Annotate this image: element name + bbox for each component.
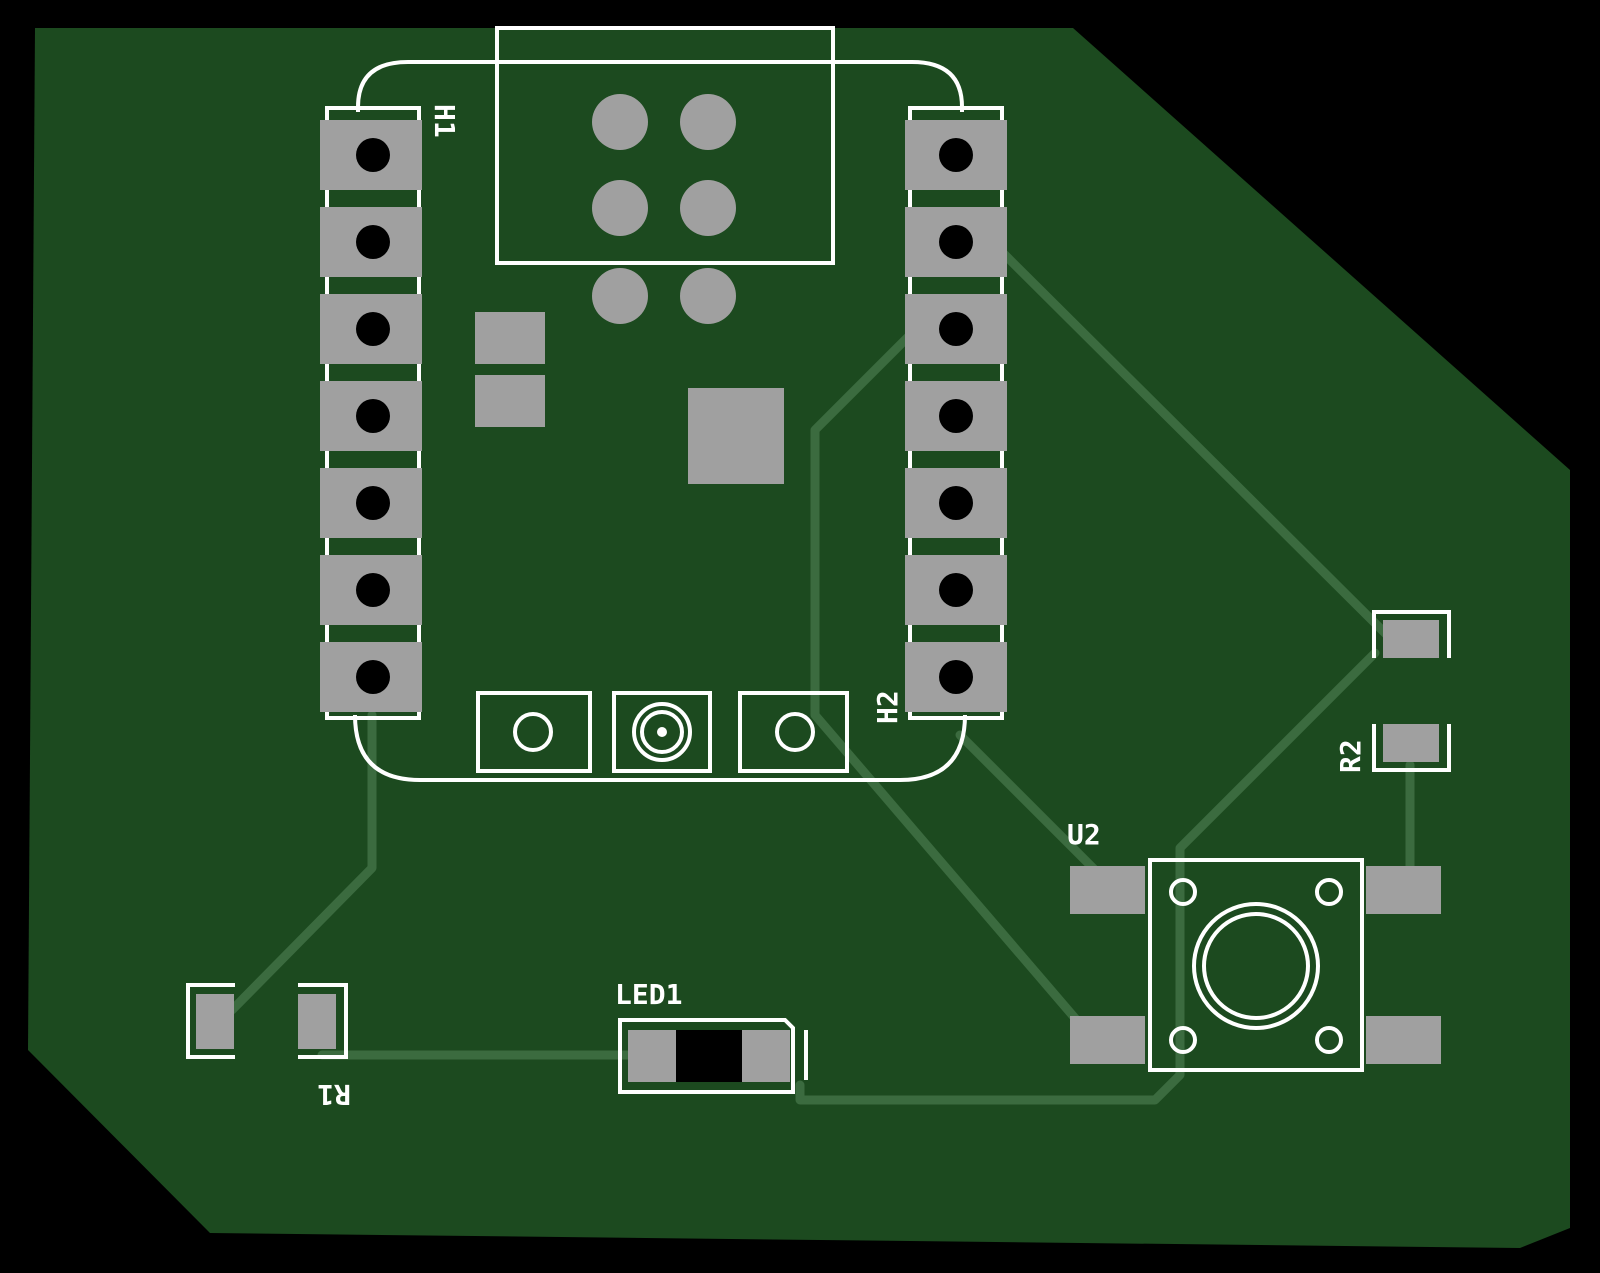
usb-connector-outline: [495, 26, 835, 265]
usb-pad-2: [680, 94, 736, 150]
module-outline-top: [356, 60, 964, 112]
u2-button-ring-inner: [1202, 912, 1310, 1020]
pcb-board-outline: [28, 28, 1570, 1248]
led1: LED1: [615, 978, 808, 1094]
led1-pad-1: [628, 1030, 676, 1082]
usb-pad-5: [592, 268, 648, 324]
r1-silk-right: [298, 983, 348, 1059]
u2-silk-outline: [1148, 858, 1364, 1072]
r1-resistor: R1: [186, 983, 351, 1111]
bottom-pad-right-outline: [738, 691, 849, 773]
h1-hole-1: [356, 138, 390, 172]
r1-pad-1: [196, 994, 234, 1049]
module-bottom-pads: [476, 691, 849, 773]
trace-h2-to-r2-top: [995, 245, 1405, 653]
r1-pad-2: [298, 994, 336, 1049]
r2-pad-1: [1383, 620, 1439, 658]
u2-pad-top-right: [1366, 866, 1441, 914]
u2-pad-bottom-left: [1070, 1016, 1145, 1064]
h1-hole-5: [356, 486, 390, 520]
h1-hole-7: [356, 660, 390, 694]
h1-hole-3: [356, 312, 390, 346]
bottom-pad-center-ring-outer: [632, 702, 692, 762]
usb-pad-1: [592, 94, 648, 150]
h2-hole-1: [939, 138, 973, 172]
r1-silk-left: [186, 983, 235, 1059]
h2-label: H2: [871, 690, 904, 724]
trace-layer: [227, 245, 1415, 1105]
led1-label: LED1: [615, 978, 682, 1011]
r1-label: R1: [317, 1078, 351, 1111]
u2-corner-hole-tr: [1315, 878, 1343, 906]
led1-body: [676, 1030, 742, 1082]
h1-hole-2: [356, 225, 390, 259]
smd-pad-b: [475, 375, 545, 427]
led1-silk-outline: [618, 1018, 795, 1094]
trace-led1-to-u2: [795, 648, 1380, 1105]
h2-hole-3: [939, 312, 973, 346]
h2-hole-6: [939, 573, 973, 607]
r2-label: R2: [1334, 739, 1367, 773]
u2-button-ring-outer: [1192, 902, 1320, 1030]
usb-pad-6: [680, 268, 736, 324]
module-outline: [353, 26, 967, 782]
chip-pad: [688, 388, 784, 484]
trace-h2-bottom-to-u2: [955, 730, 1115, 890]
smd-pad-a: [475, 312, 545, 364]
usb-pad-4: [680, 180, 736, 236]
h1-label: H1: [428, 104, 461, 138]
r2-silk-top: [1372, 610, 1451, 658]
r2-pad-2: [1383, 724, 1439, 762]
module-inner-pads: [475, 94, 784, 484]
usb-pad-3: [592, 180, 648, 236]
u2-pad-top-left: [1070, 866, 1145, 914]
bottom-pad-left-outline: [476, 691, 592, 773]
u2-corner-hole-bl: [1169, 1026, 1197, 1054]
bottom-pad-center-outline: [612, 691, 712, 773]
bottom-pad-center-dot: [657, 727, 667, 737]
h1-hole-6: [356, 573, 390, 607]
u2-corner-hole-tl: [1169, 878, 1197, 906]
r2-silk-bottom: [1372, 724, 1451, 772]
h2-hole-7: [939, 660, 973, 694]
h2-hole-4: [939, 399, 973, 433]
h1-hole-4: [356, 399, 390, 433]
bottom-pad-right-ring: [775, 712, 815, 752]
module-outline-bottom: [353, 714, 967, 782]
led1-pad-2: [742, 1030, 790, 1082]
h2-hole-2: [939, 225, 973, 259]
h2-hole-5: [939, 486, 973, 520]
u2-label: U2: [1067, 818, 1101, 851]
bottom-pad-left-ring: [513, 712, 553, 752]
u2-corner-hole-br: [1315, 1026, 1343, 1054]
trace-h2-to-u2-left: [810, 328, 1103, 1050]
h2-header: H2: [871, 106, 1007, 724]
u2-pushbutton: U2: [1067, 818, 1441, 1072]
r2-resistor: R2: [1334, 610, 1451, 773]
h1-header: H1: [320, 104, 461, 720]
u2-pad-bottom-right: [1366, 1016, 1441, 1064]
bottom-pad-center-ring-inner: [640, 710, 684, 754]
